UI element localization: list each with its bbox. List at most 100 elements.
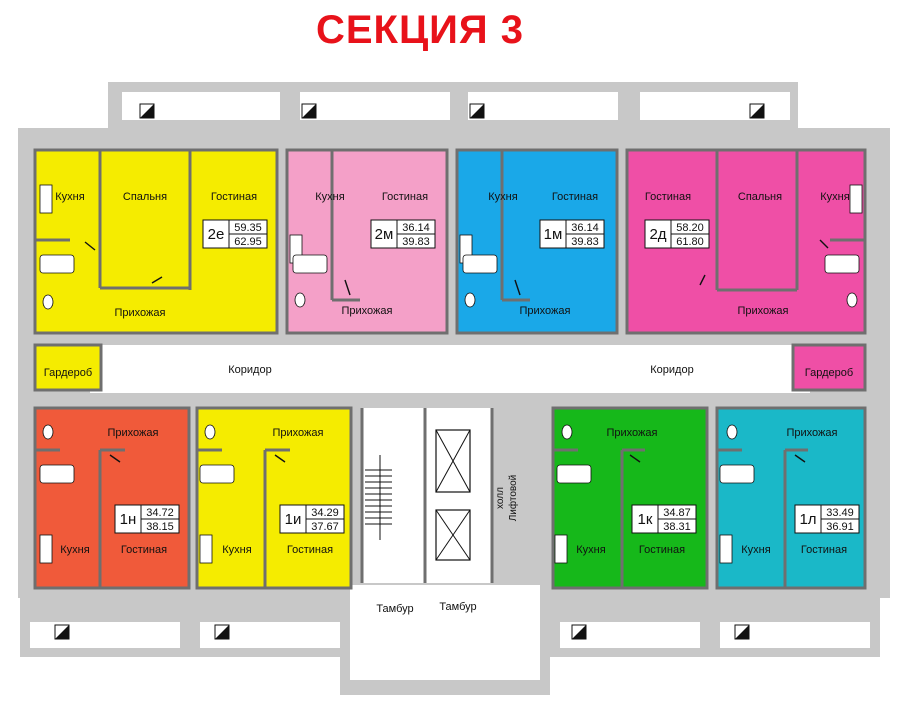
bathtub-icon <box>462 254 498 274</box>
apartment-area-living: 36.14 <box>571 222 599 234</box>
balcony-door-marker-fill <box>302 104 316 118</box>
room-label-corridor: Коридор <box>228 364 271 376</box>
balcony-door-marker-fill <box>215 625 229 639</box>
kitchen-stove-icon <box>39 534 53 564</box>
kitchen-stove-icon <box>39 184 53 214</box>
vestibule-area <box>350 585 540 680</box>
door-swing <box>699 274 706 286</box>
room-label-living: Гостиная <box>801 544 847 556</box>
kitchen-stove-icon <box>849 184 863 214</box>
room-label-bedroom: Спальня <box>738 191 782 203</box>
room-label-hall: Прихожая <box>342 305 393 317</box>
room-label-living: Гостиная <box>552 191 598 203</box>
room-label-kitchen: Кухня <box>488 191 517 203</box>
apartment-code-box <box>370 219 398 249</box>
toilet-icon <box>42 294 54 310</box>
bathtub-icon <box>824 254 860 274</box>
apartment-5 <box>33 406 191 590</box>
toilet-icon <box>561 424 573 440</box>
apartment-area-living: 59.35 <box>234 222 262 234</box>
wardrobe-room-left <box>33 343 103 392</box>
apartment-area-total: 38.31 <box>663 521 691 533</box>
toilet-icon <box>726 424 738 440</box>
room-label-hall: Прихожая <box>738 305 789 317</box>
apartment-code: 2м <box>375 226 394 243</box>
room-label-wardrobe: Гардероб <box>805 367 853 379</box>
kitchen-stove-icon <box>199 534 213 564</box>
apartment-code: 1н <box>120 511 137 528</box>
door-swing <box>629 454 641 463</box>
balcony-door-marker-fill <box>750 104 764 118</box>
door-swing <box>274 454 286 463</box>
door-swing <box>819 239 829 249</box>
room-label-kitchen: Кухня <box>222 544 251 556</box>
room-label-hall: Прихожая <box>115 307 166 319</box>
door-swing <box>344 279 351 296</box>
balcony-door-marker-fill <box>140 104 154 118</box>
balcony-door-marker-fill <box>572 625 586 639</box>
bathtub-icon <box>719 464 755 484</box>
stair-core <box>362 408 492 583</box>
section-title: СЕКЦИЯ 3 <box>315 8 525 52</box>
balcony-top-inner <box>640 92 790 120</box>
apartment-area-living: 33.49 <box>826 507 854 519</box>
room-label-corridor: Коридор <box>650 364 693 376</box>
apartment-area-living: 58.20 <box>676 222 704 234</box>
wardrobe-room-right <box>791 343 867 392</box>
room-label-hall: Прихожая <box>520 305 571 317</box>
door-swing <box>151 276 163 284</box>
apartment-area-living: 34.87 <box>663 507 691 519</box>
balcony-bottom-inner <box>30 622 180 648</box>
room-label-living: Гостиная <box>121 544 167 556</box>
room-label-kitchen: Кухня <box>576 544 605 556</box>
balcony-top-inner <box>300 92 450 120</box>
toilet-icon <box>204 424 216 440</box>
door-swing <box>794 454 806 463</box>
room-label-living: Гостиная <box>287 544 333 556</box>
apartment-area-total: 62.95 <box>234 236 262 248</box>
room-label-vestibule: Тамбур <box>439 601 476 613</box>
kitchen-stove-icon <box>719 534 733 564</box>
door-swing <box>84 241 96 251</box>
room-label-kitchen: Кухня <box>741 544 770 556</box>
toilet-icon <box>464 292 476 308</box>
elevator-cross <box>435 509 471 561</box>
apartment-area-living: 36.14 <box>402 222 430 234</box>
room-label-vestibule: Тамбур <box>376 603 413 615</box>
balcony-door-marker-fill <box>55 625 69 639</box>
apartment-code: 1л <box>799 511 816 528</box>
apartment-area-living: 34.72 <box>146 507 174 519</box>
apartment-area-living: 34.29 <box>311 507 339 519</box>
room-label-hall: Прихожая <box>787 427 838 439</box>
balcony-top-inner <box>468 92 618 120</box>
apartment-code: 1м <box>544 226 563 243</box>
lift-hall-label: Лифтовой <box>507 475 519 522</box>
room-label-living: Гостиная <box>211 191 257 203</box>
balcony-door-marker-fill <box>735 625 749 639</box>
apartment-7 <box>551 406 709 590</box>
elevator-cross <box>435 429 471 493</box>
lift-hall-label: холл <box>495 487 506 509</box>
door-swing <box>109 454 121 463</box>
apartment-area-total: 39.83 <box>402 236 430 248</box>
apartment-code-box <box>202 219 230 249</box>
apartment-area-total: 61.80 <box>676 236 704 248</box>
balcony-door-marker-fill <box>470 104 484 118</box>
apartment-code: 1и <box>285 511 302 528</box>
corridor-strip <box>90 345 810 393</box>
apartment-code: 2е <box>208 226 225 243</box>
room-label-living: Гостиная <box>382 191 428 203</box>
room-label-wardrobe: Гардероб <box>44 367 92 379</box>
bathtub-icon <box>556 464 592 484</box>
toilet-icon <box>42 424 54 440</box>
apartment-code: 1к <box>638 511 653 528</box>
bathtub-icon <box>39 254 75 274</box>
room-label-hall: Прихожая <box>607 427 658 439</box>
apartment-area-total: 37.67 <box>311 521 339 533</box>
bathtub-icon <box>292 254 328 274</box>
room-label-kitchen: Кухня <box>820 191 849 203</box>
room-label-bedroom: Спальня <box>123 191 167 203</box>
room-label-hall: Прихожая <box>273 427 324 439</box>
room-label-kitchen: Кухня <box>60 544 89 556</box>
